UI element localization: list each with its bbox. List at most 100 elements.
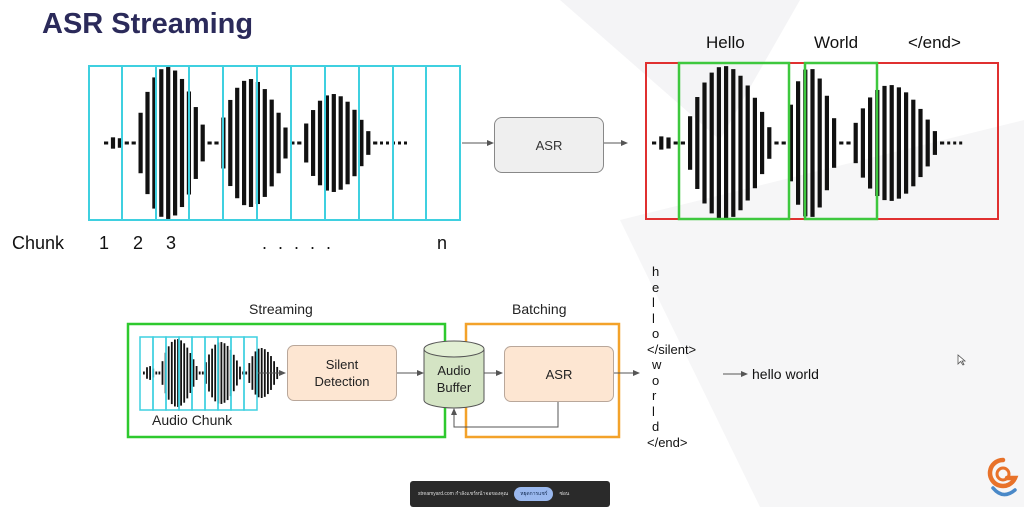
waveform-tail-dot (953, 141, 957, 145)
waveform-bar (659, 136, 664, 150)
waveform-bar (345, 101, 350, 185)
waveform-bar (198, 371, 201, 375)
waveform-tail-dot (380, 141, 383, 145)
waveform-bar (832, 118, 837, 168)
asr-box-top: ASR (494, 117, 604, 173)
waveform-bar (228, 99, 233, 187)
waveform-bar (760, 111, 765, 175)
waveform-bar (223, 343, 226, 403)
audio-buffer-cylinder (423, 340, 485, 409)
waveform-bar (208, 354, 210, 392)
stream-token: r (652, 388, 657, 403)
waveform-bar (373, 141, 378, 145)
waveform-bar (788, 104, 793, 182)
waveform-bar (317, 100, 323, 186)
waveform-bar (738, 75, 743, 211)
waveform-bar (925, 119, 930, 167)
chunk-number-1: 1 (99, 233, 110, 253)
waveform-bar (245, 371, 248, 375)
waveform-bar (248, 79, 254, 207)
waveform-bar (143, 371, 145, 375)
waveform-bar (170, 341, 173, 405)
waveform-bar (283, 127, 288, 159)
waveform-bar (745, 85, 750, 201)
word-label-hello: Hello (706, 33, 745, 52)
waveform-bar (186, 347, 189, 399)
word-box-hello (677, 61, 791, 221)
waveform-bar (159, 69, 164, 217)
stream-token: </silent> (647, 341, 697, 357)
toast-text: streamyard.com กำลังแชร์หน้าจอของคุณ (418, 491, 509, 497)
stream-token: o (652, 372, 660, 388)
waveform-bar (262, 89, 267, 197)
waveform-bar (138, 112, 143, 174)
chunk-number-2: 2 (133, 233, 144, 253)
waveform-bar (767, 127, 772, 159)
waveform-bar (236, 360, 238, 386)
waveform-bar (839, 141, 844, 145)
stop-sharing-button[interactable]: หยุดการแชร์ (514, 487, 554, 501)
waveform-bar (193, 107, 198, 179)
waveform-bar (149, 366, 151, 380)
waveform-tail-dot (404, 141, 407, 145)
waveform-bar (940, 141, 945, 145)
mouse-cursor-icon (957, 354, 967, 366)
stream-token: w (652, 357, 662, 372)
waveform-tail-dot (386, 141, 389, 145)
waveform-bar (817, 78, 822, 208)
waveform-bar (195, 366, 198, 380)
waveform-bar (796, 81, 801, 205)
waveform-bar (752, 97, 757, 189)
waveform-bar (324, 95, 329, 191)
chunk-label: Chunk (12, 233, 65, 253)
silent-detection-line1: Silent (325, 357, 359, 372)
waveform-bar (205, 362, 207, 384)
waveform-bar (220, 342, 223, 404)
chunk-number-3: 3 (166, 233, 177, 253)
waveform-bar (810, 69, 815, 217)
stream-token: l (652, 310, 655, 326)
waveform-bar (167, 346, 170, 400)
waveform-bar (688, 116, 693, 170)
waveform-bar (896, 87, 901, 199)
waveform-bar (177, 339, 179, 407)
batching-label: Batching (512, 301, 567, 317)
waveform-bar (860, 108, 865, 178)
waveform-bar (207, 141, 212, 145)
waveform-bar (882, 85, 887, 201)
waveform-bar (179, 78, 185, 208)
waveform-bar (242, 371, 244, 375)
waveform-bar (173, 70, 178, 216)
stream-token: e (652, 279, 660, 295)
waveform-bar (846, 141, 851, 145)
stream-token: h (652, 264, 660, 279)
chunk-number-n: n (437, 233, 448, 253)
waveform-bar (232, 354, 235, 392)
waveform-bar (853, 122, 858, 164)
waveform-bar (709, 72, 714, 214)
waveform-bar (359, 119, 364, 167)
word-label-end: </end> (908, 33, 961, 52)
waveform-bar (911, 99, 916, 187)
screen-share-toast: streamyard.com กำลังแชร์หน้าจอของคุณ หยุ… (410, 481, 610, 507)
waveform-bar (673, 141, 678, 145)
stream-token: d (652, 419, 660, 434)
audio-buffer-line2: Buffer (436, 380, 472, 395)
waveform-bar (304, 123, 309, 163)
waveform-bar (131, 141, 136, 145)
waveform-bar (904, 92, 909, 194)
waveform-bar (824, 95, 829, 191)
waveform-bar (652, 141, 657, 145)
waveform-bar (192, 359, 195, 387)
waveform-bar (889, 85, 894, 201)
waveform-bar (201, 371, 204, 375)
waveform-bar (155, 371, 158, 375)
waveform-bar (338, 96, 343, 190)
waveform-bar (724, 66, 729, 220)
hide-toast-button[interactable]: ซ่อน (559, 491, 570, 497)
waveform-bar (180, 340, 182, 406)
